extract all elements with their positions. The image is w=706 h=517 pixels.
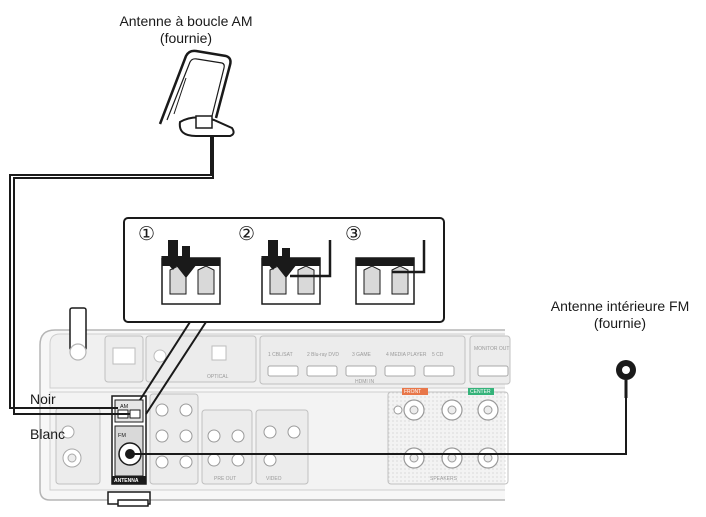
antenna-terminal-label: ANTENNA [114,478,139,484]
white-wire-label: Blanc [30,426,66,442]
fm-antenna [616,360,636,398]
am-terminal-label: AM [120,404,129,410]
fm-terminal-label: FM [118,433,126,439]
hdmi-ports [267,365,455,377]
hdmi-input-label-3: 3 GAME [352,352,372,358]
fm-antenna-label-line1: Antenne intérieure FM [550,298,690,314]
center-label: CENTER [470,389,491,395]
am-antenna-label-line1: Antenne à boucle AM [119,13,253,29]
fm-antenna-label-line2: (fournie) [593,315,647,331]
video-label: VIDEO [266,476,282,482]
antenna-terminal [111,395,147,485]
step-2-clip [261,240,332,305]
fm-antenna-cable [130,398,627,455]
hdmi-input-label-4: 4 MEDIA PLAYER [386,352,427,358]
front-label: FRONT [404,389,421,395]
hdmi-input-label-1: 1 CBL/SAT [268,352,293,358]
receiver-rear-panel [39,307,511,507]
step-1-number: ① [138,224,155,245]
am-antenna-label-line2: (fournie) [159,30,213,46]
monitor-out-label: MONITOR OUT [474,346,509,352]
am-loop-antenna [158,49,235,137]
pre-out-label: PRE OUT [214,476,236,482]
hdmi-input-label-2: 2 Blu-ray DVD [307,352,339,358]
black-wire-label: Noir [30,391,56,407]
am-antenna-cable [9,136,214,415]
step-3-clip [355,240,426,305]
am-antenna-label: Antenne à boucle AM (fournie) [96,13,276,47]
hdmi-in-label: HDMI IN [355,379,375,385]
step-1-clip [161,240,221,305]
fm-antenna-label: Antenne intérieure FM (fournie) [532,298,706,332]
step-3-number: ③ [345,224,362,245]
wireless-antenna [69,307,87,361]
hdmi-input-label-5: 5 CD [432,352,444,358]
speakers-label: SPEAKERS [430,476,458,482]
step-2-number: ② [238,224,255,245]
optical-label: OPTICAL [207,374,229,380]
